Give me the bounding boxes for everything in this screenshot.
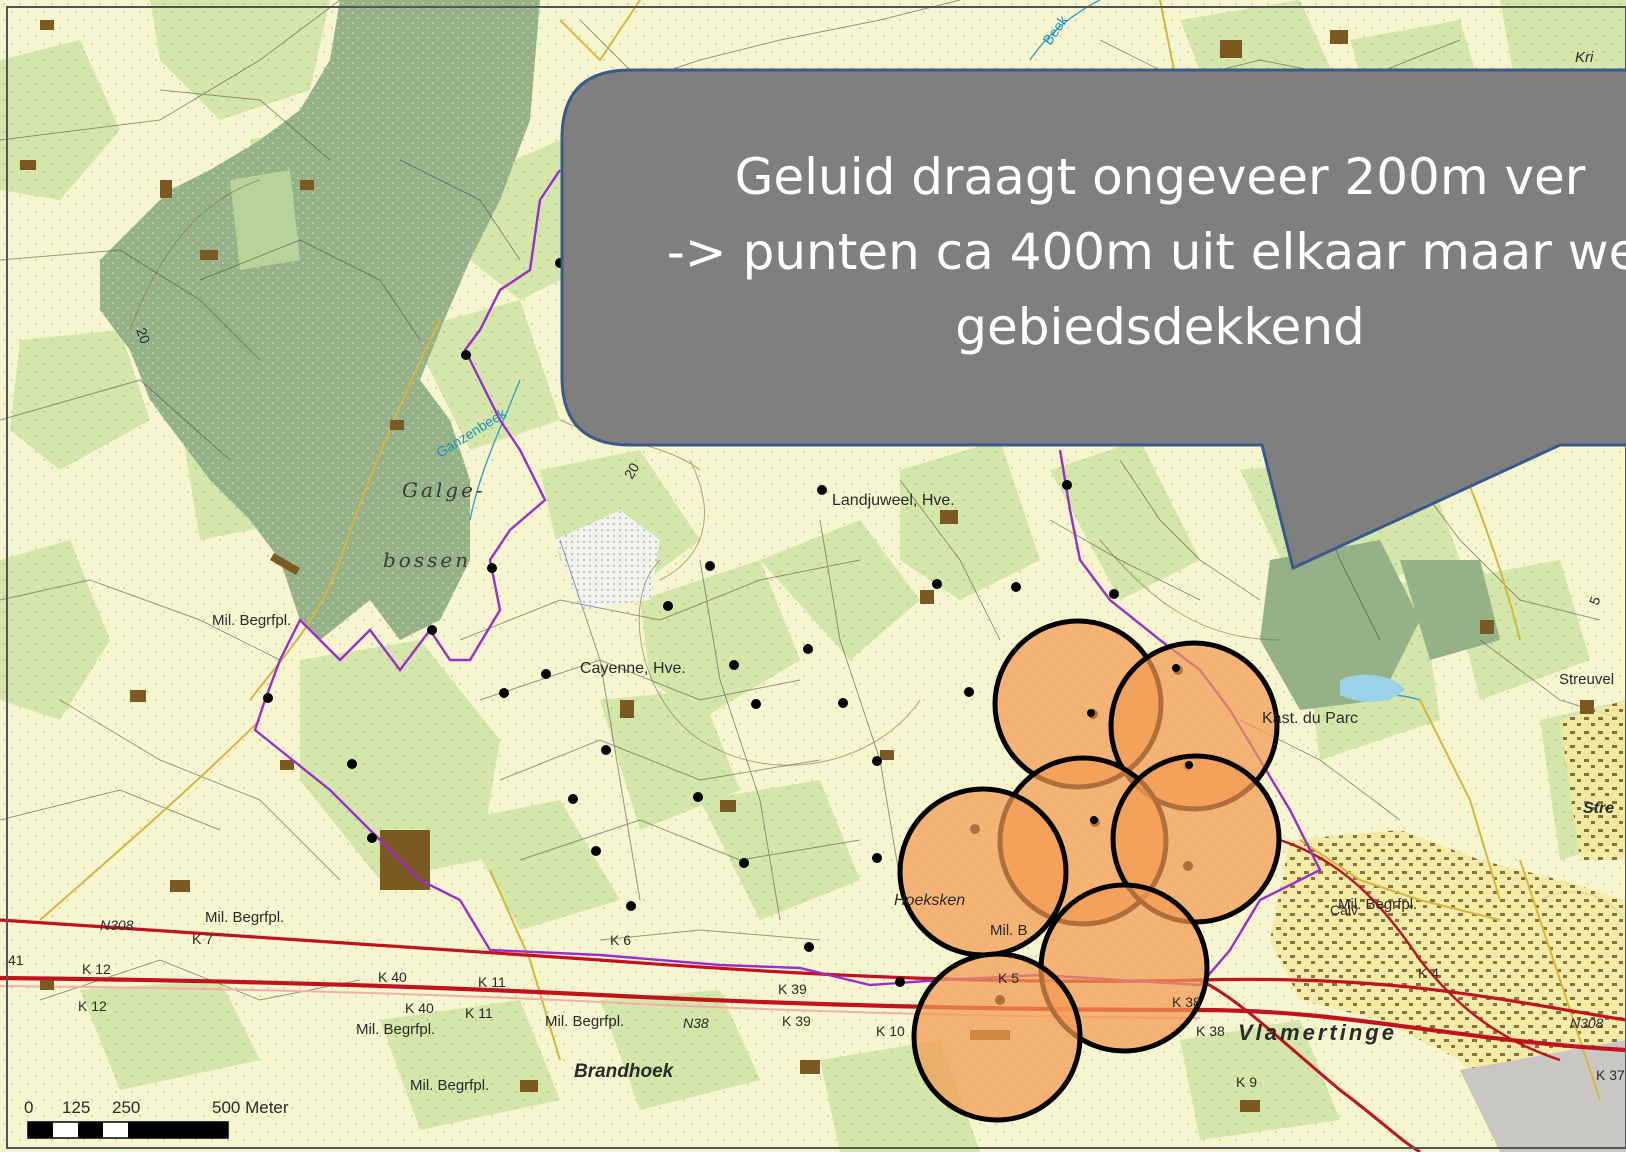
place-label-vlamertinge: Vlamertinge xyxy=(1238,1020,1397,1045)
place-label-stre: Stre xyxy=(1583,800,1614,817)
road-label: K 38 xyxy=(1196,1023,1225,1039)
cemetery-label: Mil. B xyxy=(990,922,1028,939)
road-label: K 10 xyxy=(876,1023,905,1039)
road-label: K 6 xyxy=(610,932,631,948)
road-label: K 37 xyxy=(1596,1067,1625,1083)
callout-text: Geluid draagt ongeveer 200m ver -> punte… xyxy=(580,140,1626,365)
road-label: K 9 xyxy=(1236,1074,1257,1090)
built-up-area-east xyxy=(1560,700,1626,860)
forest-area xyxy=(100,0,1500,710)
callout-line-3: gebiedsdekkend xyxy=(955,298,1365,356)
callout-line-1: Geluid draagt ongeveer 200m ver xyxy=(734,148,1586,206)
cemetery-label: Mil. Begrfpl. xyxy=(545,1013,624,1030)
scale-label-500: 500 Meter xyxy=(212,1098,289,1117)
place-label-kasteel: Kast. du Parc xyxy=(1262,710,1358,727)
place-label-galge: Galge- xyxy=(402,478,486,502)
road-label: N38 xyxy=(683,1015,709,1031)
place-label-landjuweel: Landjuweel, Hve. xyxy=(832,492,955,509)
survey-area-boundary xyxy=(253,169,1322,987)
industrial-area xyxy=(1460,1040,1626,1152)
cemetery-label: Mil. Begrfpl. xyxy=(1338,896,1417,913)
scale-label-250: 250 xyxy=(112,1098,140,1117)
cemetery-label: Mil. Begrfpl. xyxy=(410,1077,489,1094)
callout-line-2: -> punten ca 400m uit elkaar maar wel xyxy=(666,223,1626,281)
cemetery-label: Mil. Begrfpl. xyxy=(205,909,284,926)
road-label: N308 xyxy=(100,917,134,933)
road-label: K 39 xyxy=(782,1013,811,1029)
road-label: K 11 xyxy=(478,974,506,990)
road-label: K 12 xyxy=(82,961,111,977)
main-roads xyxy=(0,838,1626,1152)
road-label: K 12 xyxy=(78,998,107,1014)
cemetery-label: Mil. Begrfpl. xyxy=(212,612,291,629)
map-border xyxy=(6,6,1626,1149)
minor-roads xyxy=(39,0,1601,1101)
detection-circle xyxy=(897,786,1069,958)
road-label: K 4 xyxy=(1418,965,1439,981)
scale-label-125: 125 xyxy=(62,1098,90,1117)
place-label-hoeksken: Hoeksken xyxy=(894,892,965,909)
place-label-calv: Calv. xyxy=(1330,902,1361,918)
place-label-cayenne: Cayenne, Hve. xyxy=(580,660,686,677)
cemetery-label: Mil. Begrfpl. xyxy=(356,1021,435,1038)
place-label-brandhoek: Brandhoek xyxy=(574,1061,675,1082)
road-label: K 11 xyxy=(465,1005,493,1021)
place-label-bossen: bossen xyxy=(383,548,471,572)
road-label: 41 xyxy=(8,952,24,968)
detection-circles xyxy=(897,618,1282,1123)
detection-circle xyxy=(911,951,1083,1123)
road-label: K 40 xyxy=(378,969,407,985)
place-label-kri: Kri xyxy=(1575,49,1594,66)
scale-bar: 0 125 250 500 Meter xyxy=(24,1098,289,1139)
scale-label-0: 0 xyxy=(24,1098,33,1117)
road-label: N308 xyxy=(1570,1015,1604,1031)
road-label: K 39 xyxy=(778,981,807,997)
road-label: K 5 xyxy=(998,970,1019,986)
road-label: K 40 xyxy=(405,1000,434,1016)
place-label-streuvel: Streuvel xyxy=(1559,671,1614,688)
contour-label: 20 xyxy=(133,326,153,346)
road-label: K 7 xyxy=(192,931,213,947)
road-label: K 38 xyxy=(1172,994,1201,1010)
built-up-area-vlamertinge xyxy=(1270,830,1626,1130)
pond xyxy=(1340,674,1405,702)
